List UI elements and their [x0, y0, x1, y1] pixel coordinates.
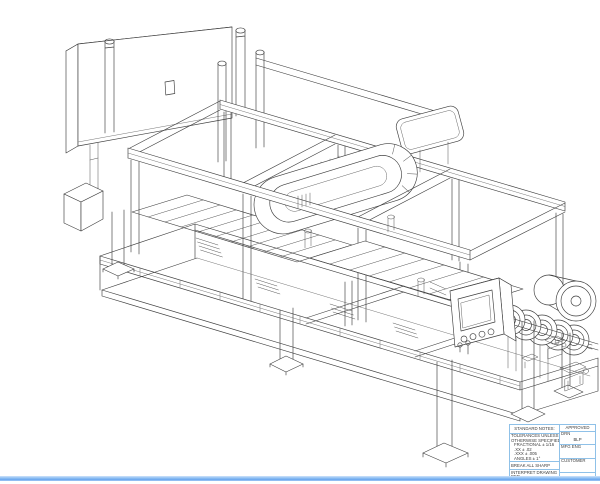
legs-and-feet — [102, 209, 584, 468]
drn-row: DRN BLP — [560, 432, 595, 445]
back-panel — [65, 26, 233, 154]
tolerances-line1: TOLERANCES UNLESS — [511, 434, 559, 438]
approved-column: APPROVED DRN BLP MFG ENG CUSTOMER — [559, 424, 596, 477]
cover-box-supports — [419, 141, 449, 173]
drn-value: BLP — [573, 436, 582, 442]
mfg-eng-row: MFG ENG — [560, 445, 595, 459]
cover-box — [395, 105, 465, 155]
hmi-buttons — [457, 328, 495, 348]
mfg-eng-label: MFG ENG — [561, 445, 582, 449]
hmi-screen — [457, 289, 496, 332]
table-frame — [99, 223, 599, 422]
tolerance-notes: TOLERANCES UNLESS OTHERWISE SPECIFIED FR… — [510, 434, 559, 462]
tol-xxx: .XXX ± .005 — [514, 451, 537, 457]
customer-label: CUSTOMER — [561, 459, 586, 463]
standard-notes-column: STANDARD NOTES: TOLERANCES UNLESS OTHERW… — [509, 424, 560, 478]
standard-notes-header: STANDARD NOTES: — [510, 425, 559, 434]
interpret-line1: INTERPRET DRAWING PER — [511, 470, 558, 478]
actuators-and-details — [195, 192, 425, 339]
customer-row: CUSTOMER — [560, 459, 595, 473]
drive-cylinder — [533, 274, 597, 322]
junction-box — [63, 142, 104, 232]
bottom-border-band — [0, 476, 600, 481]
roller-bank — [494, 304, 593, 382]
break-edges-note: BREAK ALL SHARP EDGES — [510, 462, 559, 470]
tolerances-line2: OTHERWISE SPECIFIED — [511, 437, 559, 443]
tol-angles: ANGLES ± 1° — [514, 455, 541, 461]
hmi-panel — [429, 277, 517, 348]
drn-label: DRN — [561, 432, 571, 436]
approved-header: APPROVED — [560, 425, 595, 432]
u-track-guide — [253, 143, 418, 235]
title-block: STANDARD NOTES: TOLERANCES UNLESS OTHERW… — [509, 424, 597, 478]
tol-fractional: FRACTIONAL ± 1/16 — [514, 442, 555, 448]
gantry-frame-front — [127, 100, 566, 355]
tol-xx: .XX ± .02 — [514, 446, 532, 452]
pneumatic-valves — [521, 335, 589, 392]
